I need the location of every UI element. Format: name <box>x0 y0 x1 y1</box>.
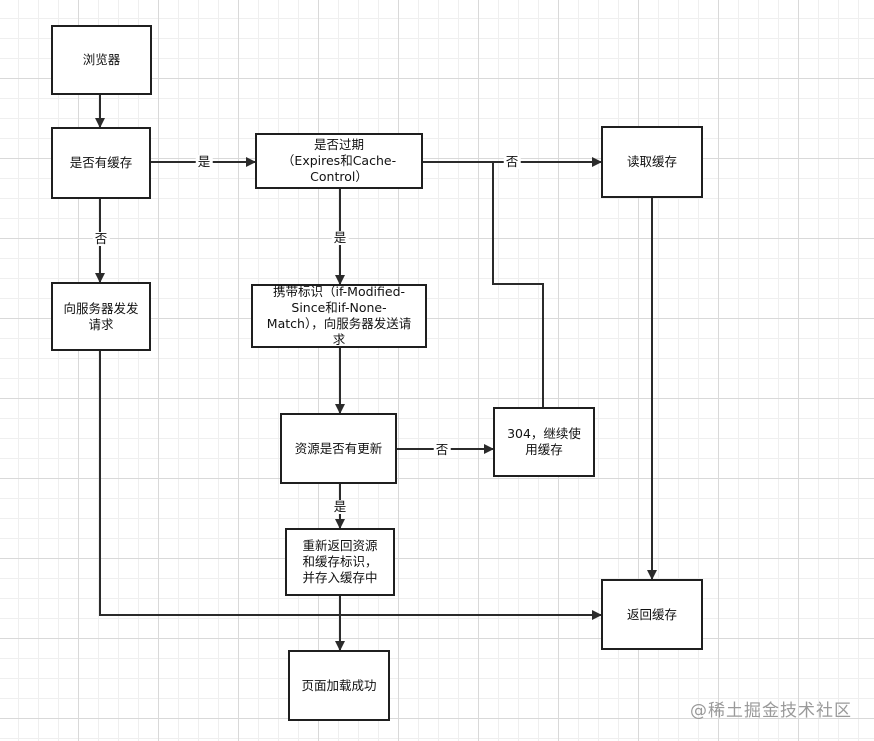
watermark: @稀土掘金技术社区 <box>690 701 852 721</box>
node-return-new: 重新返回资源和缓存标识，并存入缓存中 <box>285 528 395 596</box>
node-resource-updated-label: 资源是否有更新 <box>294 440 383 456</box>
edge-label-yes-has-cache: 是 <box>195 154 213 169</box>
node-carry-tag-label: 携带标识（if-Modified-Since和if-None-Match），向服… <box>266 284 412 347</box>
node-read-cache: 读取缓存 <box>601 126 703 198</box>
node-expired: 是否过期 （Expires和Cache-Control） <box>255 133 423 189</box>
edge-label-no-expired: 否 <box>503 154 521 169</box>
node-browser: 浏览器 <box>51 25 152 95</box>
edge-label-yes-expired: 是 <box>331 230 349 245</box>
node-read-cache-label: 读取缓存 <box>626 154 677 169</box>
edge-label-no-updated: 否 <box>433 442 451 457</box>
node-return-new-label: 重新返回资源和缓存标识，并存入缓存中 <box>302 538 378 585</box>
node-carry-tag: 携带标识（if-Modified-Since和if-None-Match），向服… <box>251 284 427 348</box>
node-return-cache: 返回缓存 <box>601 579 703 650</box>
node-304: 304，继续使 用缓存 <box>493 407 595 477</box>
node-304-label: 304，继续使 用缓存 <box>507 426 581 457</box>
node-browser-label: 浏览器 <box>82 52 121 67</box>
node-expired-label: 是否过期 （Expires和Cache-Control） <box>281 137 397 184</box>
edge-request-to-return-cache <box>99 351 602 620</box>
node-has-cache: 是否有缓存 <box>51 127 151 199</box>
node-return-cache-label: 返回缓存 <box>626 606 677 622</box>
node-page-loaded: 页面加载成功 <box>288 650 390 721</box>
edge-label-yes-updated: 是 <box>331 499 349 514</box>
node-request-server: 向服务器发发 请求 <box>51 282 151 351</box>
node-request-server-label: 向服务器发发 请求 <box>63 300 139 332</box>
node-page-loaded-label: 页面加载成功 <box>301 677 377 693</box>
edge-label-no-has-cache: 否 <box>92 231 110 246</box>
edge-304-to-read-path <box>492 162 544 407</box>
node-has-cache-label: 是否有缓存 <box>69 155 133 170</box>
node-resource-updated: 资源是否有更新 <box>280 413 397 484</box>
